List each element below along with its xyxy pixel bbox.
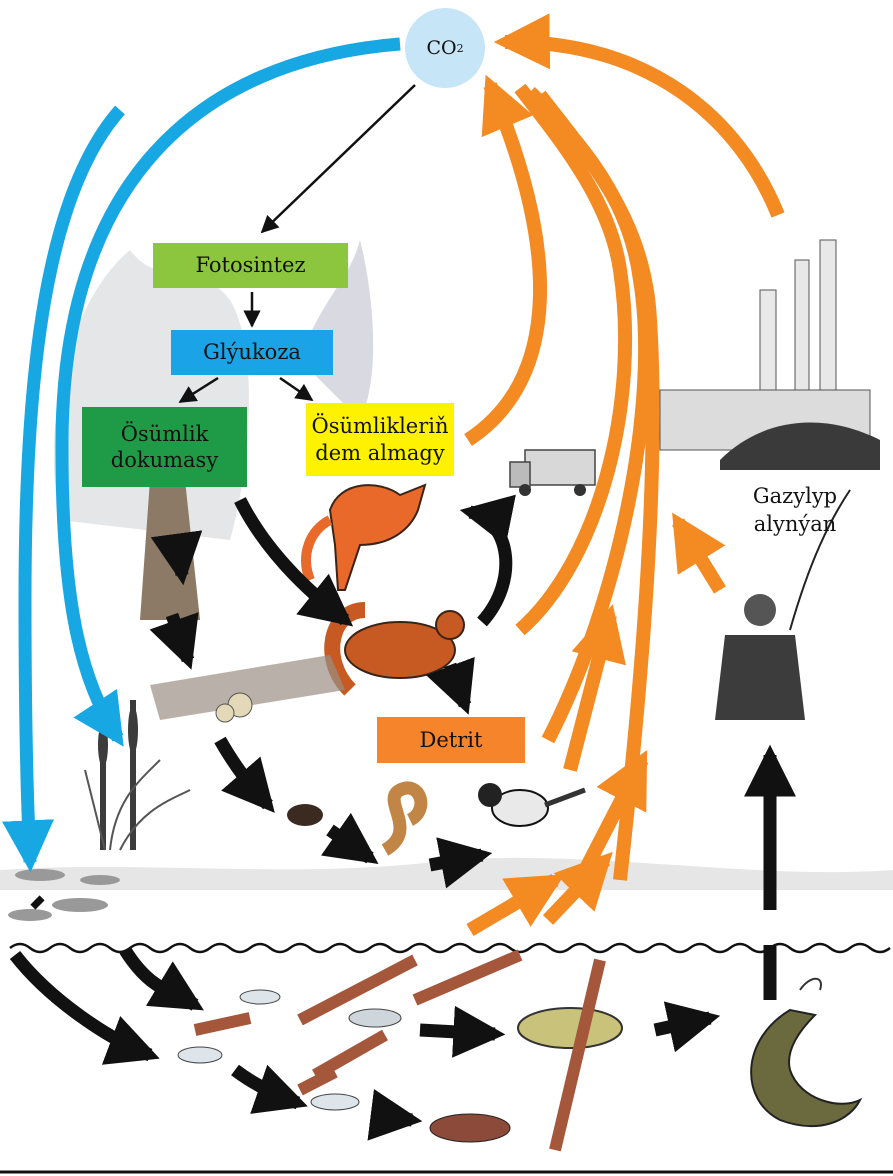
bird-illustration bbox=[478, 783, 586, 827]
brown-carbon-bars bbox=[193, 949, 606, 1152]
gazylyp-line1: Gazylyp bbox=[752, 484, 838, 508]
osumlik-dokumasy-line2: dokumasy bbox=[110, 448, 219, 472]
fish-small-1 bbox=[239, 989, 281, 1005]
water-surface bbox=[9, 942, 891, 954]
gazylyp-line2: alynýan bbox=[753, 512, 837, 537]
blue-arrow-co2-to-water bbox=[2, 105, 125, 873]
fallen-log-illustration bbox=[150, 655, 345, 723]
fox-illustration bbox=[301, 483, 427, 591]
detrit-box: Detrit bbox=[377, 717, 525, 763]
co2-label: CO bbox=[426, 37, 457, 59]
osumlik-dokumasy-line1: Ösümlik bbox=[120, 421, 209, 446]
fotosintez-label: Fotosintez bbox=[195, 253, 306, 278]
orange-arrow-respiration-to-co2 bbox=[464, 74, 548, 446]
osumlikleri-dem-almagy-box: Ösümlikleriň dem almagy bbox=[306, 403, 454, 476]
pike-illustration bbox=[750, 977, 863, 1128]
reeds-illustration bbox=[84, 700, 191, 851]
squirrel-illustration bbox=[324, 602, 465, 696]
co2-subscript: 2 bbox=[456, 41, 464, 55]
fish-perch bbox=[517, 1007, 623, 1049]
gazylyp-alynyan-label: Gazylyp alynýan bbox=[725, 482, 865, 539]
fisherman-illustration bbox=[715, 489, 851, 720]
blue-arrow-co2-to-plants bbox=[55, 37, 401, 747]
fotosintez-box: Fotosintez bbox=[153, 243, 348, 288]
worm-illustration bbox=[381, 781, 428, 856]
fish-small-2 bbox=[177, 1046, 223, 1064]
arrow-co2-to-fotosintez bbox=[260, 84, 416, 234]
factory-illustration bbox=[659, 239, 880, 470]
truck-illustration bbox=[509, 449, 596, 496]
dem-almagy-line2: dem almagy bbox=[315, 440, 445, 465]
detrit-label: Detrit bbox=[419, 727, 483, 752]
food-chain-arrows bbox=[9, 494, 796, 1141]
glyukoza-box: Glýukoza bbox=[171, 330, 333, 375]
orange-arrow-fisherman-to-factory bbox=[672, 512, 726, 594]
orange-arrow-detritus-up bbox=[563, 604, 626, 772]
fish-roach bbox=[348, 1008, 402, 1028]
orange-arrow-squirrel-to-co2 bbox=[514, 83, 633, 636]
glyukoza-label: Glýukoza bbox=[203, 340, 301, 365]
orange-arrow-ground-2 bbox=[542, 851, 613, 925]
crayfish-illustration bbox=[429, 1113, 511, 1143]
arrow-glyukoza-to-dem bbox=[279, 376, 314, 402]
dem-almagy-line1: Ösümlikleriň bbox=[311, 414, 449, 439]
fish-small-3 bbox=[310, 1093, 360, 1111]
orange-arrow-decomposition-to-co2 bbox=[534, 90, 660, 881]
orange-arrow-factory-to-co2 bbox=[493, 13, 785, 218]
arrow-glyukoza-to-dokumasy bbox=[178, 376, 219, 404]
orange-arrow-ground-1 bbox=[466, 873, 565, 937]
beetle-illustration bbox=[287, 804, 323, 826]
osumlik-dokumasy-box: Ösümlik dokumasy bbox=[82, 407, 247, 487]
